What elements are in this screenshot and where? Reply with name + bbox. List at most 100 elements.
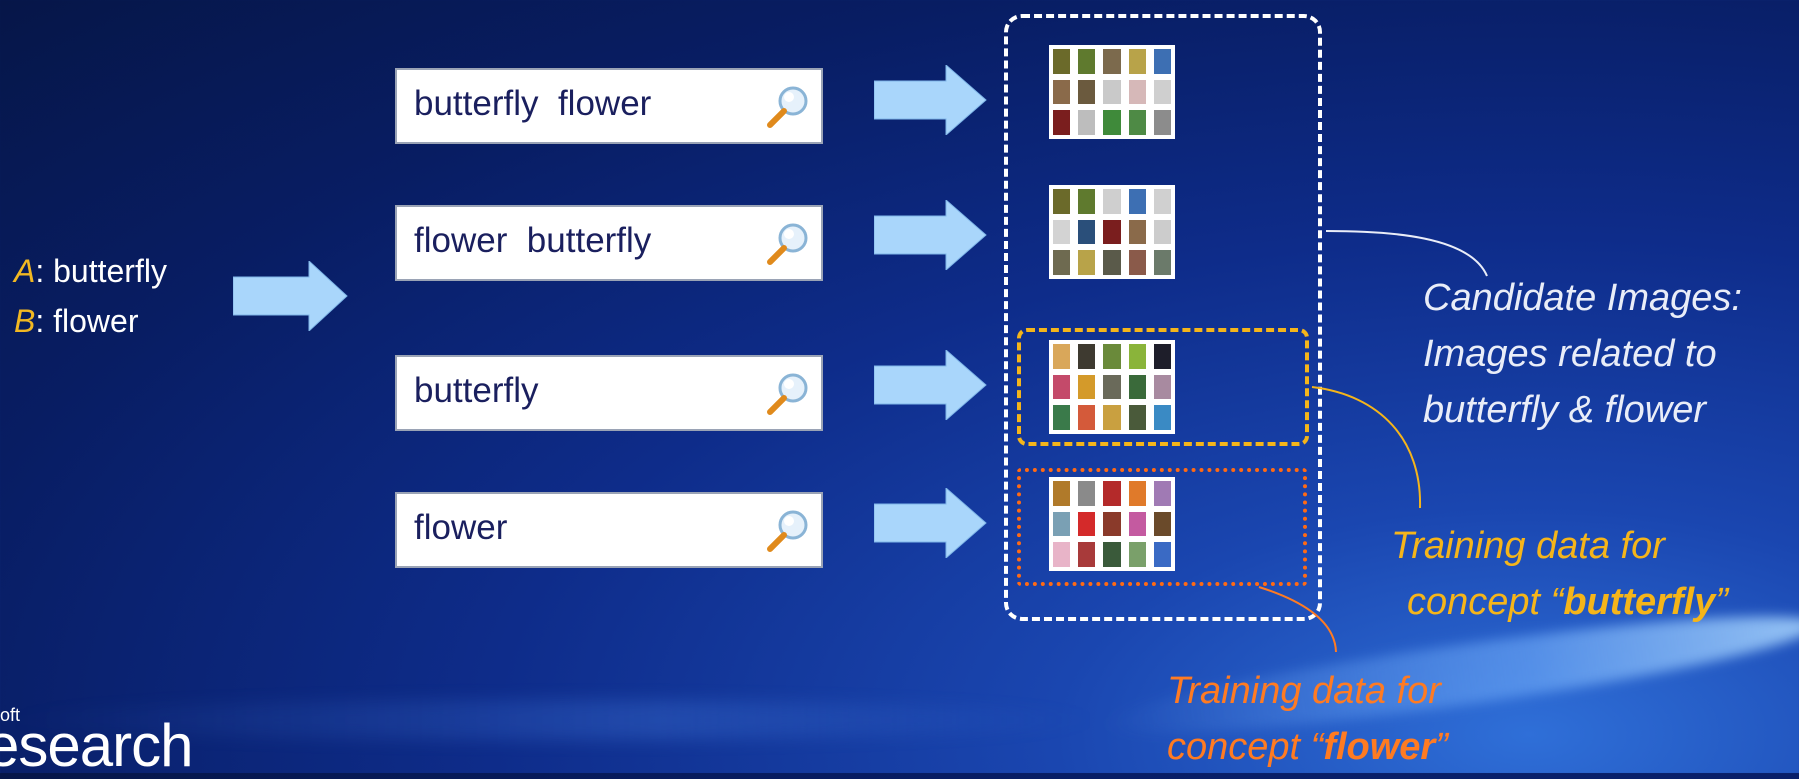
image-thumbnail bbox=[1103, 49, 1121, 74]
result-arrow-4 bbox=[874, 488, 987, 558]
image-thumbnail bbox=[1078, 405, 1096, 430]
butterfly-training-group bbox=[1017, 328, 1309, 446]
query-box-4[interactable]: flower bbox=[395, 492, 823, 568]
image-thumbnail bbox=[1153, 542, 1171, 567]
quote-close: ” bbox=[1435, 726, 1448, 768]
image-thumbnail bbox=[1103, 79, 1121, 105]
result-thumbnails-1 bbox=[1049, 45, 1175, 139]
image-thumbnail bbox=[1053, 481, 1071, 506]
image-thumbnail bbox=[1153, 189, 1171, 214]
magnifier-icon[interactable] bbox=[765, 371, 811, 417]
flower-training-label: Training data for concept “flower” bbox=[1167, 663, 1448, 775]
logo-research: esearch bbox=[0, 712, 193, 779]
image-thumbnail bbox=[1053, 219, 1071, 245]
image-thumbnail bbox=[1153, 250, 1171, 275]
query-box-3[interactable]: butterfly bbox=[395, 355, 823, 431]
query-box-2[interactable]: flower butterfly bbox=[395, 205, 823, 281]
image-thumbnail bbox=[1153, 79, 1171, 105]
concept-b: B: flower bbox=[14, 303, 138, 340]
quote-open: concept “ bbox=[1167, 726, 1324, 768]
magnifier-icon[interactable] bbox=[765, 221, 811, 267]
image-thumbnail bbox=[1128, 49, 1146, 74]
flower-concept: flower bbox=[1323, 726, 1436, 768]
image-thumbnail bbox=[1128, 110, 1146, 135]
image-thumbnail bbox=[1103, 189, 1121, 214]
image-thumbnail bbox=[1128, 79, 1146, 105]
image-thumbnail bbox=[1128, 542, 1146, 567]
result-thumbnails-4 bbox=[1049, 477, 1175, 571]
image-thumbnail bbox=[1078, 189, 1096, 214]
image-thumbnail bbox=[1153, 481, 1171, 506]
image-thumbnail bbox=[1078, 250, 1096, 275]
image-thumbnail bbox=[1103, 481, 1121, 506]
background-swoosh bbox=[0, 700, 1100, 740]
image-thumbnail bbox=[1053, 49, 1071, 74]
image-thumbnail bbox=[1053, 189, 1071, 214]
image-thumbnail bbox=[1053, 405, 1071, 430]
image-thumbnail bbox=[1078, 511, 1096, 537]
candidate-images-group bbox=[1004, 14, 1322, 621]
image-thumbnail bbox=[1128, 481, 1146, 506]
image-thumbnail bbox=[1103, 219, 1121, 245]
image-thumbnail bbox=[1153, 219, 1171, 245]
image-thumbnail bbox=[1053, 110, 1071, 135]
image-thumbnail bbox=[1128, 374, 1146, 400]
concept-a: A: butterfly bbox=[14, 253, 167, 290]
image-thumbnail bbox=[1103, 344, 1121, 369]
image-thumbnail bbox=[1103, 374, 1121, 400]
result-arrow-3 bbox=[874, 350, 987, 420]
image-thumbnail bbox=[1053, 250, 1071, 275]
image-thumbnail bbox=[1103, 250, 1121, 275]
image-thumbnail bbox=[1053, 511, 1071, 537]
image-thumbnail bbox=[1153, 344, 1171, 369]
magnifier-icon[interactable] bbox=[765, 84, 811, 130]
image-thumbnail bbox=[1078, 219, 1096, 245]
concept-a-text: : butterfly bbox=[35, 253, 167, 289]
result-arrow-2 bbox=[874, 200, 987, 270]
image-thumbnail bbox=[1103, 110, 1121, 135]
butterfly-concept: butterfly bbox=[1563, 581, 1716, 623]
quote-open: concept “ bbox=[1407, 581, 1564, 623]
image-thumbnail bbox=[1103, 511, 1121, 537]
image-thumbnail bbox=[1153, 374, 1171, 400]
image-thumbnail bbox=[1053, 542, 1071, 567]
candidate-line: butterfly & flower bbox=[1423, 389, 1706, 431]
candidate-line: Images related to bbox=[1423, 333, 1717, 375]
flower-training-line: Training data for bbox=[1167, 670, 1441, 712]
image-thumbnail bbox=[1153, 405, 1171, 430]
image-thumbnail bbox=[1128, 511, 1146, 537]
quote-close: ” bbox=[1715, 581, 1728, 623]
butterfly-training-line: Training data for bbox=[1391, 525, 1665, 567]
image-thumbnail bbox=[1053, 344, 1071, 369]
image-thumbnail bbox=[1103, 405, 1121, 430]
magnifier-icon[interactable] bbox=[765, 508, 811, 554]
concept-a-key: A bbox=[14, 253, 36, 289]
image-thumbnail bbox=[1078, 344, 1096, 369]
candidate-images-label: Candidate Images: Images related to butt… bbox=[1423, 270, 1742, 438]
query-text: butterfly bbox=[414, 371, 539, 410]
image-thumbnail bbox=[1128, 405, 1146, 430]
concept-b-key: B bbox=[14, 303, 36, 339]
image-thumbnail bbox=[1153, 110, 1171, 135]
query-text: flower bbox=[414, 508, 508, 547]
image-thumbnail bbox=[1078, 374, 1096, 400]
image-thumbnail bbox=[1128, 250, 1146, 275]
query-text: butterfly flower bbox=[414, 84, 652, 123]
image-thumbnail bbox=[1053, 79, 1071, 105]
query-text: flower butterfly bbox=[414, 221, 652, 260]
result-thumbnails-2 bbox=[1049, 185, 1175, 279]
image-thumbnail bbox=[1153, 49, 1171, 74]
flower-training-group bbox=[1017, 468, 1307, 586]
query-box-1[interactable]: butterfly flower bbox=[395, 68, 823, 144]
butterfly-training-label: Training data for concept “butterfly” bbox=[1391, 518, 1728, 630]
image-thumbnail bbox=[1078, 49, 1096, 74]
result-thumbnails-3 bbox=[1049, 340, 1175, 434]
image-thumbnail bbox=[1128, 344, 1146, 369]
image-thumbnail bbox=[1128, 189, 1146, 214]
candidate-line: Candidate Images: bbox=[1423, 277, 1742, 319]
concept-b-text: : flower bbox=[35, 303, 139, 339]
butterfly-training-line: concept “butterfly” bbox=[1391, 574, 1728, 630]
image-thumbnail bbox=[1078, 79, 1096, 105]
image-thumbnail bbox=[1078, 481, 1096, 506]
